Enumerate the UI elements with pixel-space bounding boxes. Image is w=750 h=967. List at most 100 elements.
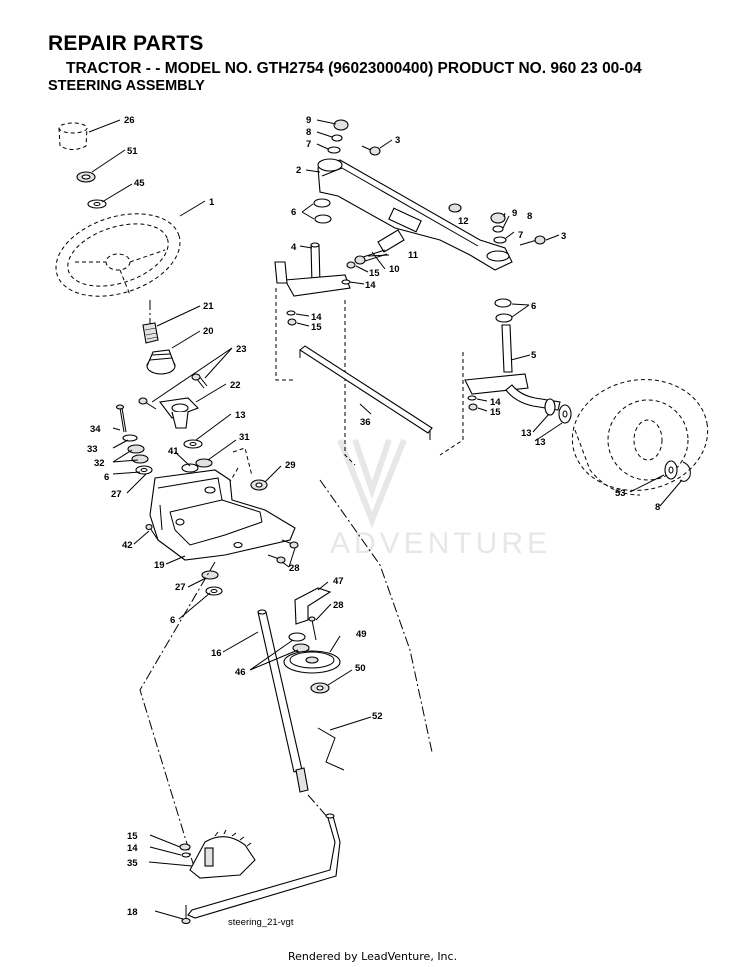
part-2-front-axle[interactable] — [317, 158, 513, 271]
callout-8-left: 8 — [306, 127, 311, 138]
part-47-bracket[interactable] — [294, 587, 332, 625]
part-22-steering-plate[interactable] — [159, 397, 199, 429]
part-10-pivot-bolt[interactable] — [354, 249, 388, 265]
callout-46: 46 — [235, 667, 246, 678]
part-3-fitting-left[interactable] — [361, 145, 381, 156]
part-42-bolt[interactable] — [145, 523, 159, 541]
callout-20: 20 — [203, 326, 214, 337]
callout-26: 26 — [124, 115, 135, 126]
callout-27-lower: 27 — [175, 582, 186, 593]
part-7-washer-left[interactable] — [327, 146, 341, 154]
part-15-nut-lower-left[interactable] — [287, 318, 297, 326]
part-8-ring-wheel[interactable] — [679, 461, 691, 482]
callout-4: 4 — [291, 242, 297, 253]
callout-10: 10 — [389, 264, 400, 275]
part-49-pulley[interactable] — [283, 650, 341, 674]
drag-link[interactable] — [187, 813, 341, 919]
part-35-sector-gear[interactable] — [189, 829, 256, 879]
part-15-nut-sector[interactable] — [179, 843, 191, 851]
callout-28-bracket: 28 — [289, 563, 300, 574]
part-33-washer[interactable] — [122, 434, 138, 442]
part-32-spacers[interactable] — [127, 444, 149, 464]
part-21-adapter[interactable] — [142, 322, 159, 344]
part-7-washer-right[interactable] — [493, 236, 507, 244]
part-19-steering-bracket[interactable] — [149, 469, 296, 561]
part-18-bolt[interactable] — [181, 905, 191, 925]
callout-45: 45 — [134, 178, 145, 189]
part-45-washer[interactable] — [87, 199, 107, 209]
callout-5: 5 — [531, 350, 537, 361]
leader-lines — [88, 119, 683, 920]
part-51-nut[interactable] — [76, 171, 96, 183]
callout-2: 2 — [296, 165, 301, 176]
callout-13-hub-b: 13 — [535, 437, 546, 448]
callout-18: 18 — [127, 907, 138, 918]
watermark-text: ADVENTURE — [330, 527, 551, 560]
part-52-spring[interactable] — [317, 727, 345, 771]
part-3-fitting-right[interactable] — [519, 235, 546, 246]
part-34-bolt[interactable] — [115, 404, 127, 433]
part-5-spindle-right[interactable] — [464, 324, 561, 411]
part-9-cap-right[interactable] — [490, 212, 506, 224]
part-50-nut[interactable] — [310, 682, 330, 694]
callout-14-spindle-left: 14 — [365, 280, 376, 291]
part-27-spacer-lower[interactable] — [201, 570, 219, 580]
part-15-nut-right[interactable] — [468, 403, 478, 411]
callout-36: 36 — [360, 417, 371, 428]
front-wheel — [571, 379, 709, 496]
callout-35: 35 — [127, 858, 138, 869]
callout-15-sector: 15 — [127, 831, 138, 842]
callout-42: 42 — [122, 540, 133, 551]
callout-51: 51 — [127, 146, 138, 157]
part-14-washer-spindle-left[interactable] — [341, 279, 351, 285]
part-6-bushings-axle-left[interactable] — [313, 198, 332, 224]
part-15-nut-spindle-left[interactable] — [346, 261, 356, 269]
callout-3-right: 3 — [561, 231, 566, 242]
part-4-spindle-left[interactable] — [274, 242, 351, 297]
part-13-washer-steering[interactable] — [183, 439, 203, 449]
callout-49: 49 — [356, 629, 367, 640]
part-8-ring-left[interactable] — [331, 134, 343, 142]
callout-9-right: 9 — [512, 208, 517, 219]
part-11-pivot-bushing[interactable] — [377, 229, 405, 253]
page-title: REPAIR PARTS — [48, 32, 204, 55]
callout-8-wheel: 8 — [655, 502, 660, 513]
part-26-cap[interactable] — [58, 122, 88, 150]
part-23-bolts[interactable] — [138, 373, 208, 410]
part-31-washer[interactable] — [195, 458, 213, 468]
part-1-steering-wheel[interactable] — [45, 199, 190, 311]
part-14-washer-right[interactable] — [467, 395, 477, 401]
part-29-nut[interactable] — [250, 479, 268, 491]
part-12-nut[interactable] — [448, 203, 462, 213]
part-13-washers-hub[interactable] — [544, 398, 572, 424]
callout-15-right: 15 — [490, 407, 501, 418]
part-53-washer[interactable] — [664, 460, 678, 480]
callout-9-left: 9 — [306, 115, 311, 126]
part-14-washer-lower-left[interactable] — [286, 310, 296, 316]
callout-14-sector: 14 — [127, 843, 138, 854]
drawing-reference: steering_21-vgt — [228, 917, 294, 928]
section-title: STEERING ASSEMBLY — [48, 78, 205, 94]
part-14-washer-sector[interactable] — [181, 852, 191, 858]
part-20-bellows[interactable] — [146, 349, 176, 375]
callout-6-lower: 6 — [170, 615, 175, 626]
callout-12: 12 — [458, 216, 469, 227]
part-46-spacers[interactable] — [288, 632, 310, 653]
part-28-bolt-pulley[interactable] — [308, 616, 317, 641]
callout-50: 50 — [355, 663, 366, 674]
leadventure-watermark: ADVENTURE — [330, 438, 551, 560]
callout-3-left: 3 — [395, 135, 400, 146]
part-8-ring-right[interactable] — [492, 225, 504, 233]
part-16-steering-shaft[interactable] — [257, 609, 309, 793]
part-28-bolts-bracket[interactable] — [267, 539, 299, 564]
part-36-tie-rod[interactable] — [299, 345, 433, 440]
part-9-cap-left[interactable] — [333, 119, 349, 131]
part-6-bushings-axle-right[interactable] — [494, 298, 513, 323]
part-6-bushing-upper[interactable] — [135, 465, 153, 475]
part-41-bushing[interactable] — [181, 463, 199, 473]
callout-34: 34 — [90, 424, 101, 435]
callout-6-axle-right: 6 — [531, 301, 536, 312]
callout-15-spindle-left: 15 — [369, 268, 380, 279]
callout-52: 52 — [372, 711, 383, 722]
